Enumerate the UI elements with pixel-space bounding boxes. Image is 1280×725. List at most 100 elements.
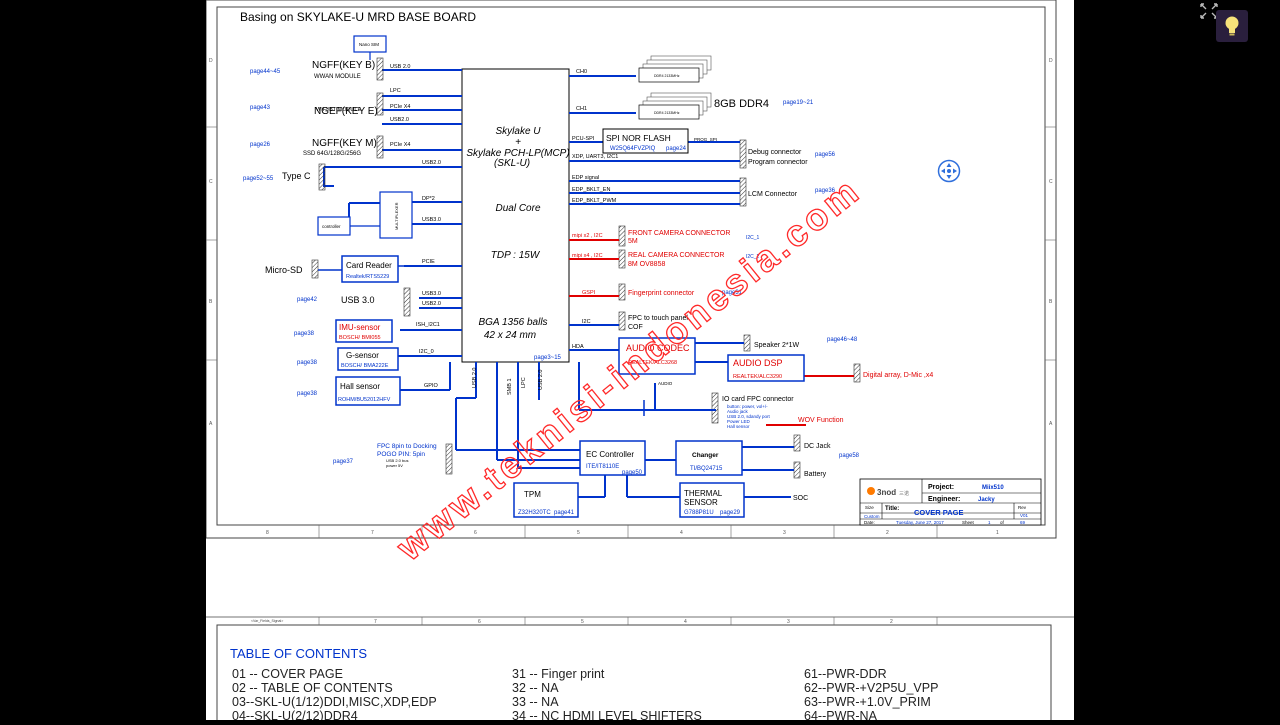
wwan-page-link[interactable]: page44~45 xyxy=(250,69,281,75)
spi-flash-box xyxy=(602,128,689,154)
border-row-label: B xyxy=(1049,299,1053,305)
ec-part: ITE/IT8110E xyxy=(586,464,619,470)
bus-label: USB2.0 xyxy=(422,160,441,166)
wifi-page-link[interactable]: page43 xyxy=(250,105,271,111)
bus-label: EDP signal xyxy=(572,175,599,181)
rear-camera-label: REAL CAMERA CONNECTOR xyxy=(628,252,724,259)
toc-sheet: 7 6 5 4 3 2 <Var_Fields_Signal> TABLE OF… xyxy=(206,616,1074,725)
io-card-note: Power LED xyxy=(727,419,751,424)
tpm-box xyxy=(513,482,579,518)
toc-col-label: 4 xyxy=(684,619,687,625)
debug-page-link[interactable]: page56 xyxy=(815,152,836,158)
charger-box xyxy=(675,440,743,476)
typec-page-link[interactable]: page52~55 xyxy=(243,176,274,182)
fpc-page-link[interactable]: page37 xyxy=(333,459,354,465)
toc-entry[interactable]: 01 -- COVER PAGE xyxy=(232,667,343,681)
bus-label: USB 2.0 xyxy=(472,368,478,388)
charger-title: Changer xyxy=(692,452,719,459)
bus-label: PROG_SPI xyxy=(694,137,717,142)
toc-entry[interactable]: 03--SKL-U(1/12)DDI,MISC,XDP,EDP xyxy=(232,695,437,709)
right-buses xyxy=(569,75,794,498)
usb3-page-link[interactable]: page42 xyxy=(297,297,318,303)
gsensor-page-link[interactable]: page38 xyxy=(297,360,318,366)
io-card-note: Audio jack xyxy=(727,409,749,414)
ddr-page-link[interactable]: page19~21 xyxy=(783,100,814,106)
imu-page-link[interactable]: page38 xyxy=(294,331,315,337)
toc-entry[interactable]: 31 -- Finger print xyxy=(512,667,605,681)
toc-col-label: 5 xyxy=(581,619,584,625)
program-connector: Program connector xyxy=(748,159,808,166)
toc-entry[interactable]: 62--PWR-+V2P5U_VPP xyxy=(804,681,938,695)
bus-label: GSPI xyxy=(582,290,596,296)
border-row-label: D xyxy=(209,58,213,64)
wifi-sub: WIFI/BT MODULE xyxy=(316,107,361,113)
cpu-plus: + xyxy=(515,137,521,148)
bus-label: ISH_I2C1 xyxy=(416,322,440,328)
hall-page-link[interactable]: page38 xyxy=(297,391,318,397)
border-col-label: 5 xyxy=(577,530,580,536)
title-label: Title: xyxy=(885,506,899,512)
border-row-label: A xyxy=(209,421,213,427)
bus-label: CH0 xyxy=(576,69,587,75)
project-label: Project: xyxy=(928,484,954,491)
ssd-title: NGFF(KEY M) xyxy=(312,138,377,149)
bus-label: PCIE xyxy=(422,259,435,265)
border-ticks xyxy=(206,126,1056,538)
bus-label: USB3.0 xyxy=(422,291,441,297)
cpu-package: BGA 1356 balls xyxy=(478,317,547,328)
bus-label: I2C_1 xyxy=(746,235,760,241)
bus-label: HDA xyxy=(572,344,584,350)
toc-entry[interactable]: 04--SKL-U(2/12)DDR4 xyxy=(232,709,358,723)
bus-label: PCIe X4 xyxy=(390,104,410,110)
logo-text: 3nod xyxy=(877,488,896,497)
tpm-page-link[interactable]: page41 xyxy=(554,510,575,516)
border-row-label: C xyxy=(209,179,213,185)
soc-label: SOC xyxy=(793,495,808,502)
toc-entry[interactable]: 63--PWR-+1.0V_PRIM xyxy=(804,695,931,709)
toc-entry[interactable]: 64--PWR-NA xyxy=(804,709,878,723)
pan-navigation-icon[interactable] xyxy=(937,159,961,183)
wifi-title: NGEF(KEY E) xyxy=(314,106,378,117)
ssd-page-link[interactable]: page26 xyxy=(250,142,271,148)
block-diagram: 8 7 6 5 4 3 2 1 D C B A D C B A Basing o… xyxy=(205,0,1057,539)
ddr-chip-label: DDR4 2133MHz xyxy=(654,111,680,115)
speaker-page-link[interactable]: page46~48 xyxy=(827,337,858,343)
cpu-cores: Dual Core xyxy=(495,203,540,214)
toc-entry[interactable]: 33 -- NA xyxy=(512,695,559,709)
cpu-pch: Skylake PCH-LP(MCP) xyxy=(466,148,569,159)
toc-entry[interactable]: 61--PWR-DDR xyxy=(804,667,887,681)
toc-entry[interactable]: 32 -- NA xyxy=(512,681,559,695)
toc-col-label: 7 xyxy=(374,619,377,625)
dc-jack-label: DC Jack xyxy=(804,443,831,450)
ec-page-link[interactable]: page50 xyxy=(622,470,643,476)
ddr-chip-label: DDR4 2133MHz xyxy=(654,74,680,78)
tpm-part: Z32H320TC xyxy=(518,510,551,516)
fingerprint-label: Fingerprint connector xyxy=(628,290,695,297)
usb-bus-note: USB 2.0 bus xyxy=(386,458,408,463)
ssd-sub: SSD 64G/128G/256G xyxy=(303,151,361,157)
imu-part: BOSCH/ BMI055 xyxy=(339,335,381,341)
toc-entry[interactable]: 02 -- TABLE OF CONTENTS xyxy=(232,681,393,695)
bus-label: USB2.0 xyxy=(422,301,441,307)
bus-label: PCIe X4 xyxy=(390,142,410,148)
charger-part: TI/BQ24715 xyxy=(690,466,723,472)
finger-page-link[interactable]: page31 xyxy=(722,290,743,296)
spi-page-link[interactable]: page24 xyxy=(666,146,687,152)
toc-entry[interactable]: 34 -- NC HDMI LEVEL SHIFTERS xyxy=(512,709,702,723)
ddr-stacks xyxy=(638,55,712,120)
io-card-note: button: power, vol+/- xyxy=(727,404,768,409)
usb3-label: USB 3.0 xyxy=(341,295,375,305)
title-block: 3nod 三诺 Project: Miix510 Engineer: Jacky… xyxy=(859,478,1042,526)
lcm-page-link[interactable]: page36 xyxy=(815,188,836,194)
red-buses xyxy=(569,239,854,426)
bus-label: EDP_BKLT_EN xyxy=(572,187,610,193)
lightbulb-button[interactable] xyxy=(1216,10,1248,42)
thermal-page-link[interactable]: page29 xyxy=(720,510,741,516)
cpu-page-link[interactable]: page3~15 xyxy=(534,355,562,361)
dsp-part: REALTEK/ALC3290 xyxy=(733,374,782,380)
project-value: Miix510 xyxy=(982,485,1004,491)
card-reader-box xyxy=(341,255,399,283)
charger-page-link[interactable]: page58 xyxy=(839,453,860,459)
card-reader-title: Card Reader xyxy=(346,261,392,270)
